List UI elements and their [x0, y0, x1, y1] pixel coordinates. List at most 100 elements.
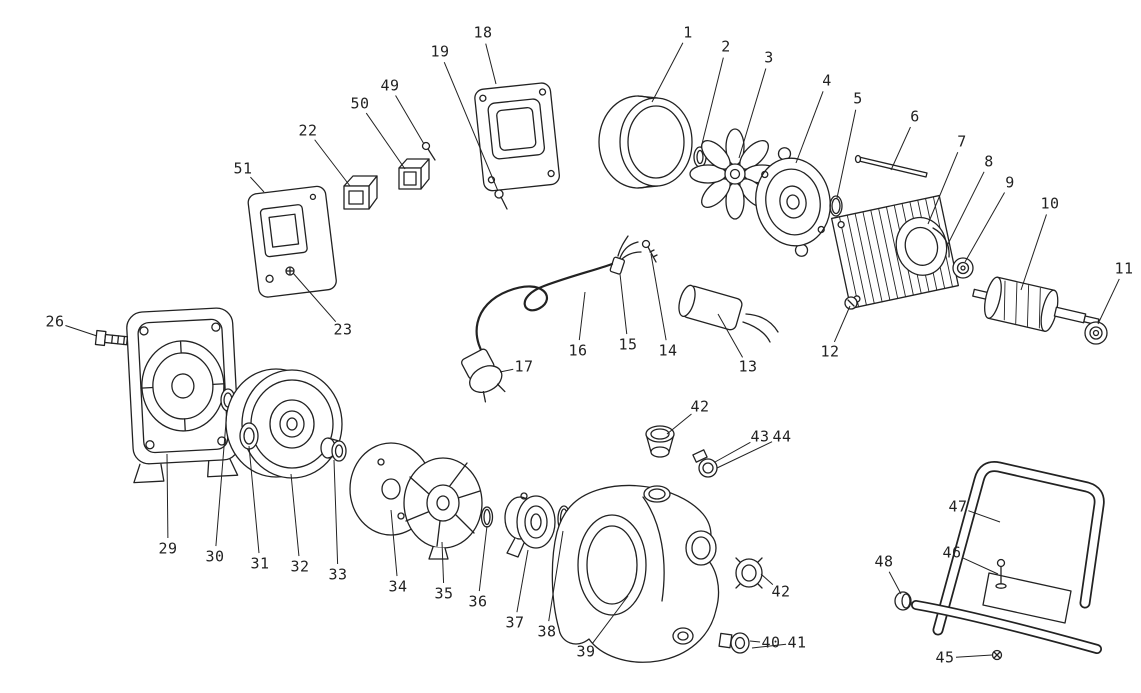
- part-16-power-cable-drawing: [475, 262, 614, 368]
- part-22-switch-drawing: [343, 175, 378, 210]
- part-label-51-45: 51: [233, 159, 253, 178]
- part-label-36-29: 36: [468, 592, 488, 611]
- part-42-ring-drawing: [735, 557, 763, 589]
- part-35-diffuser-drawing: [403, 457, 483, 560]
- part-label-42-36: 42: [771, 582, 791, 601]
- leader-line-35-28: [441, 541, 445, 584]
- leader-line-43-37: [714, 441, 751, 463]
- leader-line-14-13: [650, 253, 667, 341]
- leader-line-32-25: [290, 473, 300, 557]
- leader-line-37-30: [516, 549, 529, 613]
- part-42-rubber-cap-drawing: [645, 425, 675, 458]
- part-label-42-35: 42: [690, 397, 710, 416]
- part-50-switch-drawing: [398, 158, 430, 190]
- leader-line-42-35: [666, 413, 692, 435]
- leader-line-46-40: [961, 557, 999, 575]
- part-label-9-8: 9: [1005, 173, 1015, 192]
- part-40-41-drain-plug-drawing: [718, 632, 750, 654]
- part-label-1-0: 1: [683, 23, 693, 42]
- leader-line-8-7: [946, 171, 985, 247]
- part-label-40-33: 40: [761, 633, 781, 652]
- leader-line-15-14: [619, 273, 628, 335]
- part-label-2-1: 2: [721, 37, 731, 56]
- leader-line-9-8: [964, 192, 1005, 263]
- part-label-16-15: 16: [568, 341, 588, 360]
- part-17-plug-drawing: [461, 348, 506, 403]
- part-46-screw-drawing: [995, 558, 1007, 589]
- leader-line-2-1: [700, 57, 724, 149]
- part-19-screw-drawing: [494, 189, 508, 210]
- part-label-34-27: 34: [388, 577, 408, 596]
- part-label-46-40: 46: [942, 543, 962, 562]
- leader-line-33-26: [333, 459, 339, 565]
- leader-line-48-42: [888, 571, 902, 595]
- part-label-7-6: 7: [957, 132, 967, 151]
- part-1-end-cover-drawing: [598, 95, 693, 189]
- part-18-terminal-cover-drawing: [474, 82, 560, 192]
- part-label-47-41: 47: [948, 497, 968, 516]
- part-label-14-13: 14: [658, 341, 678, 360]
- part-11-bearing-drawing: [1084, 321, 1108, 345]
- part-label-5-4: 5: [853, 89, 863, 108]
- part-29-pump-support-drawing: [126, 307, 240, 484]
- part-label-15-14: 15: [618, 335, 638, 354]
- leader-line-18-17: [485, 43, 497, 85]
- leader-line-40-33: [749, 640, 761, 643]
- leader-line-49-43: [395, 95, 425, 145]
- part-14-screw-drawing: [641, 239, 658, 263]
- part-8-winding-drawing: [932, 227, 950, 258]
- leader-line-19-18: [443, 61, 499, 192]
- part-label-44-38: 44: [772, 427, 792, 446]
- leader-line-6-5: [890, 126, 911, 171]
- part-23-screw-drawing: [285, 266, 295, 276]
- part-label-12-11: 12: [820, 342, 840, 361]
- leader-line-5-4: [836, 109, 857, 199]
- leader-line-42-36: [760, 573, 774, 586]
- part-9-bearing-drawing: [952, 257, 974, 279]
- part-45-screw-drawing: [991, 649, 1003, 661]
- leader-line-30-23: [215, 409, 228, 547]
- part-label-30-23: 30: [205, 547, 225, 566]
- part-label-23-20: 23: [333, 320, 353, 339]
- part-39-pump-housing-drawing: [551, 484, 720, 663]
- part-label-35-28: 35: [434, 584, 454, 603]
- part-label-38-31: 38: [537, 622, 557, 641]
- leader-line-22-19: [314, 139, 351, 187]
- leader-line-1-0: [651, 42, 684, 103]
- leader-line-17-16: [499, 368, 514, 373]
- leader-line-29-22: [166, 453, 169, 539]
- part-label-50-44: 50: [350, 94, 370, 113]
- part-label-13-12: 13: [738, 357, 758, 376]
- part-label-18-17: 18: [473, 23, 493, 42]
- part-51-switch-panel-drawing: [247, 185, 337, 298]
- part-label-31-24: 31: [250, 554, 270, 573]
- leader-line-12-11: [833, 305, 851, 343]
- part-5-o-ring-drawing: [829, 195, 843, 217]
- leader-line-13-12: [717, 313, 744, 358]
- part-48-crossbar-drawing: [894, 591, 1102, 654]
- leader-line-34-27: [390, 509, 398, 577]
- part-label-43-37: 43: [750, 427, 770, 446]
- part-49-screw-drawing: [421, 141, 436, 161]
- part-label-8-7: 8: [984, 152, 994, 171]
- part-4-motor-flange-drawing: [755, 147, 831, 257]
- part-label-4-3: 4: [822, 71, 832, 90]
- leader-line-7-6: [927, 151, 959, 225]
- part-13-capacitor-drawing: [678, 284, 779, 343]
- part-label-10-9: 10: [1040, 194, 1060, 213]
- part-label-41-34: 41: [787, 633, 807, 652]
- part-label-37-30: 37: [505, 613, 525, 632]
- leader-line-3-2: [738, 68, 767, 159]
- leader-line-39-32: [592, 595, 629, 644]
- leader-line-47-41: [968, 510, 1001, 523]
- part-label-3-2: 3: [764, 48, 774, 67]
- leader-line-38-31: [548, 530, 564, 622]
- part-label-32-25: 32: [290, 557, 310, 576]
- part-label-11-10: 11: [1114, 259, 1134, 278]
- part-33-bushing-drawing: [320, 437, 347, 462]
- part-label-17-16: 17: [514, 357, 534, 376]
- part-label-48-42: 48: [874, 552, 894, 571]
